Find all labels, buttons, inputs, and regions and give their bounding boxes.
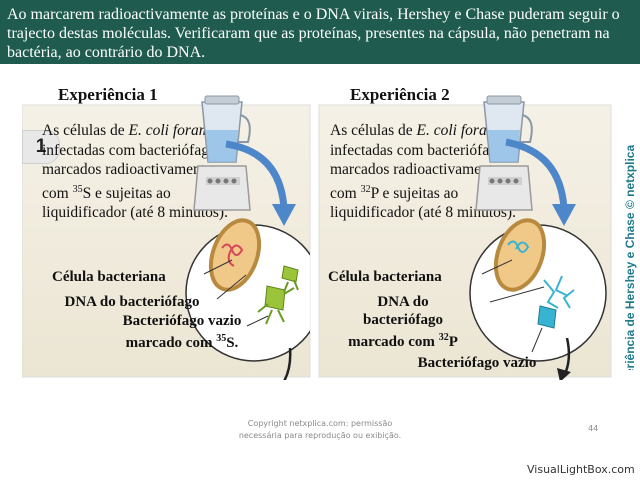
bacteriophage-dna: [221, 243, 244, 267]
empty-bacteriophage: [537, 275, 575, 329]
watermark-text: VisualLightBox.com: [527, 463, 635, 476]
experiment-2-label-dna: DNA do bacteriófago marcado com 32P: [348, 294, 458, 350]
experiment-2-description: As células de E. coli foram infectadas c…: [330, 122, 516, 222]
pointer-line: [216, 274, 247, 300]
pointer-line: [531, 327, 543, 353]
bacterial-cell: [493, 218, 547, 292]
header-banner: Ao marcarem radioactivamente as proteína…: [0, 0, 640, 64]
experiment-2-illustration: [469, 95, 607, 380]
blue-arrow: [505, 138, 568, 209]
blue-arrow: [225, 140, 288, 209]
empty-bacteriophage: [257, 265, 299, 325]
experiment-1-description: As células de E. coli foram infectadas c…: [42, 122, 228, 222]
step-number-badge: 1: [22, 130, 60, 164]
credit-vertical-text: Experiência de Hershey e Chase © netxpli…: [623, 145, 637, 370]
footer-line-1: Copyright netxplica.com: permissão: [247, 419, 393, 428]
copyright-footer: Copyright netxplica.com: permissão neces…: [200, 418, 440, 442]
blue-arrowhead: [552, 204, 576, 226]
experiment-1-label-empty-phage: Bacteriófago vazio marcado com 35S.: [122, 313, 242, 351]
black-arrow: [283, 347, 292, 380]
header-text: Ao marcarem radioactivamente as proteína…: [7, 6, 620, 61]
pointer-line: [489, 286, 545, 303]
experiment-1-illustration: [185, 95, 310, 380]
experiment-2-label-cell: Célula bacteriana: [328, 269, 442, 285]
experiments-panel: 1 Experiência 1 As células de E. coli fo…: [22, 80, 612, 380]
blue-arrowhead: [272, 204, 296, 226]
pointer-line: [203, 259, 233, 275]
pointer-line: [246, 315, 269, 327]
experiment-1-title: Experiência 1: [58, 85, 158, 104]
page-number: 44: [588, 424, 599, 433]
bacteriophage-dna: [507, 240, 530, 253]
black-arrowhead: [557, 368, 571, 380]
blender-icon: [193, 95, 251, 211]
experiment-2-title: Experiência 2: [350, 85, 450, 104]
pointer-line: [481, 259, 513, 275]
experiment-1-label-cell: Célula bacteriana: [52, 269, 166, 285]
experiment-2-label-empty-phage: Bacteriófago vazio: [417, 355, 537, 371]
footer-line-2: necessária para reprodução ou exibição.: [238, 431, 402, 440]
blender-icon: [475, 95, 533, 211]
experiment-1-label-dna: DNA do bacteriófago: [64, 294, 200, 310]
credit-text: Experiência de Hershey e Chase © netxpli…: [623, 145, 637, 370]
